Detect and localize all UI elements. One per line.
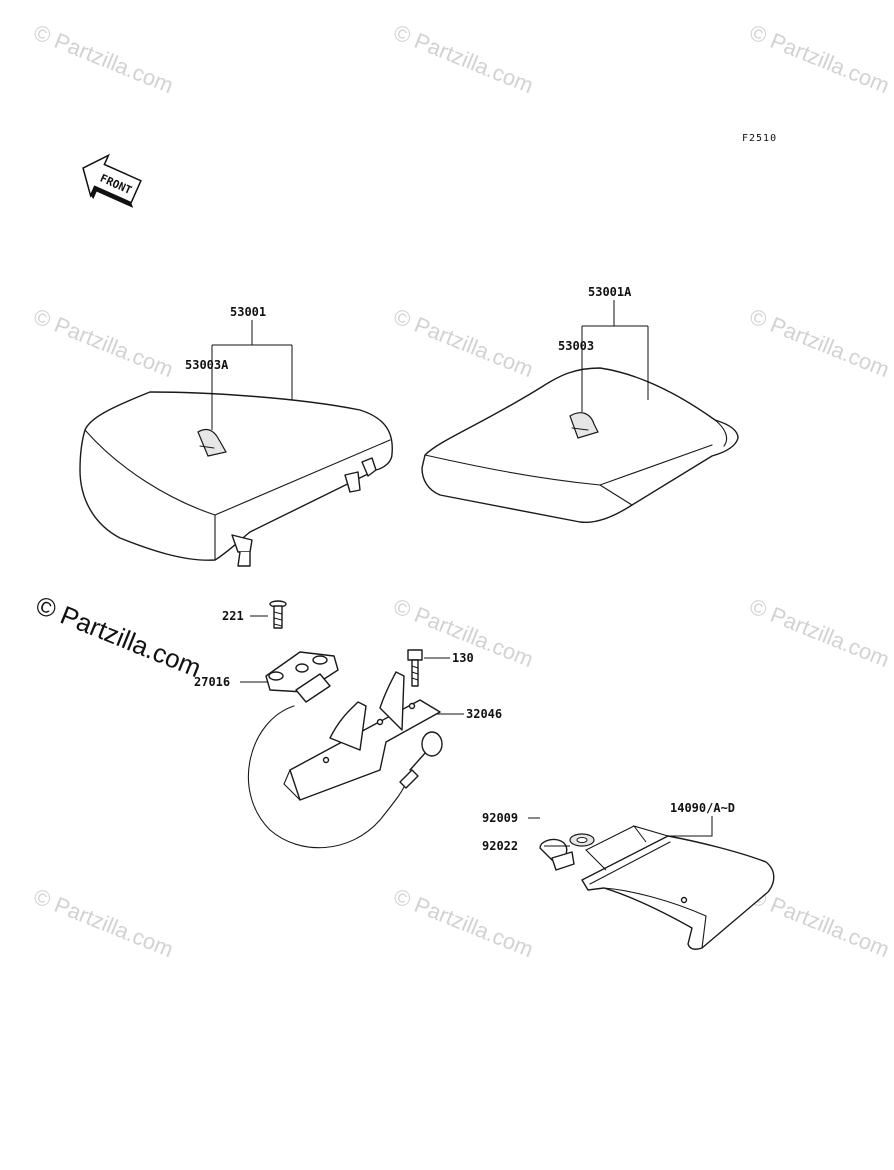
screw-221 [269, 600, 287, 629]
front-arrow: FRONT [82, 153, 142, 208]
leaders-lock [240, 615, 464, 715]
part-label-130[interactable]: 130 [452, 651, 474, 665]
bolt-130 [407, 649, 423, 687]
watermark: © Partzilla.com [30, 303, 177, 382]
watermark: © Partzilla.com [746, 883, 893, 962]
part-label-92022[interactable]: 92022 [482, 839, 518, 853]
part-label-221[interactable]: 221 [222, 609, 244, 623]
seat-lock-illustration [247, 600, 443, 849]
watermark: © Partzilla.com [30, 19, 177, 98]
rider-seat-illustration [79, 391, 393, 567]
watermark: © Partzilla.com [746, 303, 893, 382]
diagram-code: F2510 [742, 133, 777, 144]
leaders-cover [528, 816, 713, 871]
watermark: © Partzilla.com [390, 19, 537, 98]
leader-53001 [211, 320, 293, 430]
part-label-53003A[interactable]: 53003A [185, 358, 229, 372]
part-label-14090[interactable]: 14090/A~D [670, 801, 735, 815]
watermark: © Partzilla.com [390, 303, 537, 382]
part-label-27016[interactable]: 27016 [194, 675, 230, 689]
watermark: © Partzilla.com [746, 593, 893, 672]
watermark: © Partzilla.com [746, 19, 893, 98]
watermark: © Partzilla.com [390, 883, 537, 962]
passenger-seat-illustration [421, 367, 739, 524]
bolt-92009 [539, 838, 575, 871]
watermark: © Partzilla.com [30, 883, 177, 962]
part-label-92009[interactable]: 92009 [482, 811, 518, 825]
grommet-92022 [569, 833, 595, 847]
part-label-32046[interactable]: 32046 [466, 707, 502, 721]
leader-53001A [581, 300, 649, 412]
part-label-53001A[interactable]: 53001A [588, 285, 632, 299]
part-label-53003[interactable]: 53003 [558, 339, 594, 353]
part-label-53001[interactable]: 53001 [230, 305, 266, 319]
watermark-dark: © Partzilla.com [32, 590, 206, 683]
seat-cover-illustration [539, 833, 775, 950]
